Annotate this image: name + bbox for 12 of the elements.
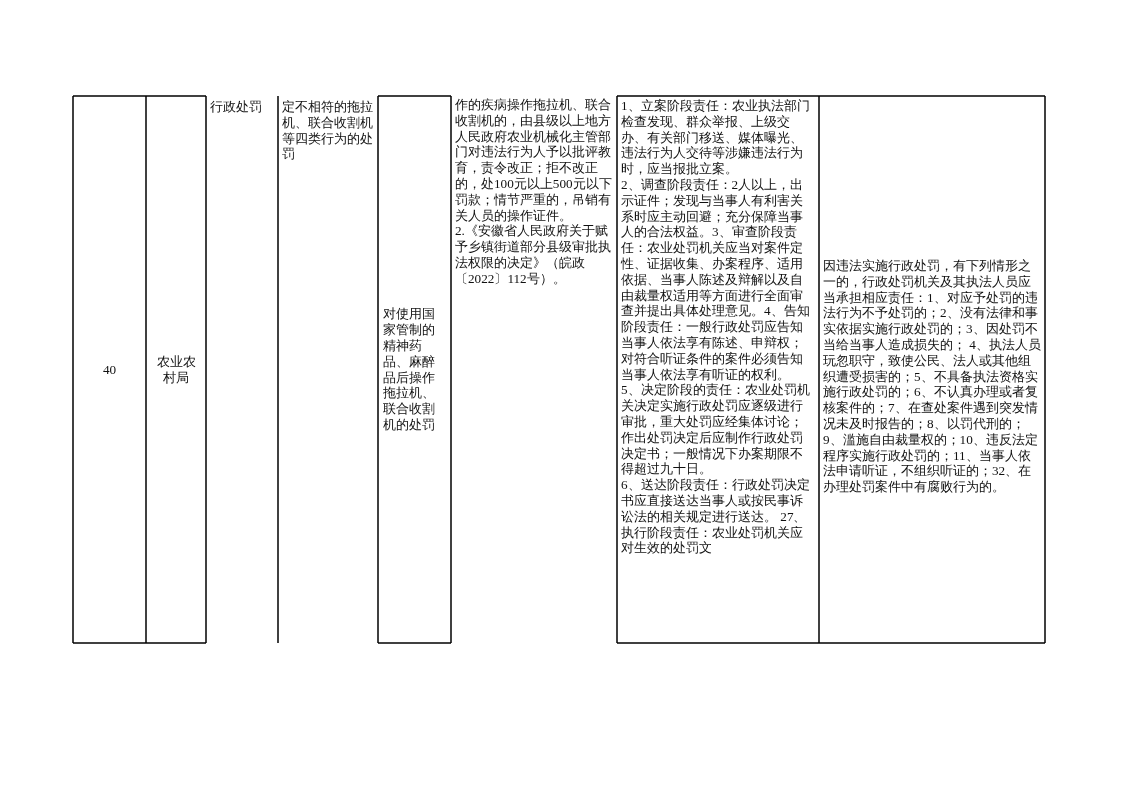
cell-text: 因违法实施行政处罚，有下列情形之一的，行政处罚机关及其执法人员应当承担相应责任：1、对应予处罚的违法行为不予处罚的；2、没有法律和事实依据实施行政处罚的；3、因处罚不当给当事人造成损失的； 4、执法人员玩忽职守，致使公民、法人或其他组织遭受损害的；5、不具备执法资格实施行政处罚的；6、不认真办理或者复核案件的；7、在查处案件遇到突发情况未及时报告的；8、以罚代刑的；9、滥施自由裁量权的；10、违反法定程序实施行政处罚的；11、当事人依法申请听证，不组织听证的；32、在办理处罚案件中有腐败行为的。	[823, 258, 1041, 495]
cell-text: 作的疾病操作拖拉机、联合收割机的，由县级以上地方人民政府农业机械化主管部门对违法行为人予以批评教育，责令改正；拒不改正的，处100元以上500元以下罚款；情节严重的，吊销有关人员的操作证件。	[455, 97, 613, 224]
cell-text: 6、送达阶段责任：行政处罚决定书应直接送达当事人或按民事诉讼法的相关规定进行送达。 27、执行阶段责任：农业处罚机关应对生效的处罚文	[621, 477, 811, 557]
cell-text: 5、决定阶段的责任：农业处罚机关决定实施行政处罚应逐级进行审批，重大处罚应经集体讨论；作出处罚决定后应制作行政处罚决定书；一般情况下办案期限不得超过九十日。	[621, 382, 811, 478]
cell-text: 对使用国家管制的精神药品、麻醉品后操作拖拉机、联合收割机的处罚	[383, 306, 436, 433]
cell-text: 2.《安徽省人民政府关于赋予乡镇街道部分县级审批执法权限的决定》（皖政〔2022〕112号）。	[455, 223, 612, 287]
cell-text: 1、立案阶段责任：农业执法部门检查发现、群众举报、上级交办、有关部门移送、媒体曝光、违法行为人交待等涉嫌违法行为时，应当报批立案。	[621, 98, 811, 177]
cell-text: 40	[101, 361, 118, 378]
cell-text: 定不相符的拖拉机、联合收割机等四类行为的处罚	[282, 99, 374, 163]
cell-text: 农业农村局	[155, 353, 197, 386]
cell-text: 行政处罚	[210, 99, 263, 115]
cell-text: 2、调查阶段责任：2人以上，出示证件；发现与当事人有利害关系时应主动回避；充分保障当事人的合法权益。3、审查阶段责任：农业处罚机关应当对案件定性、证据收集、办案程序、适用依据、当事人陈述及辩解以及自由裁量权适用等方面进行全面审查并提出具体处理意见。4、告知阶段责任：一般行政处罚应告知当事人依法享有陈述、申辩权；对符合听证条件的案件必须告知当事人依法享有听证的权利。	[621, 177, 811, 383]
